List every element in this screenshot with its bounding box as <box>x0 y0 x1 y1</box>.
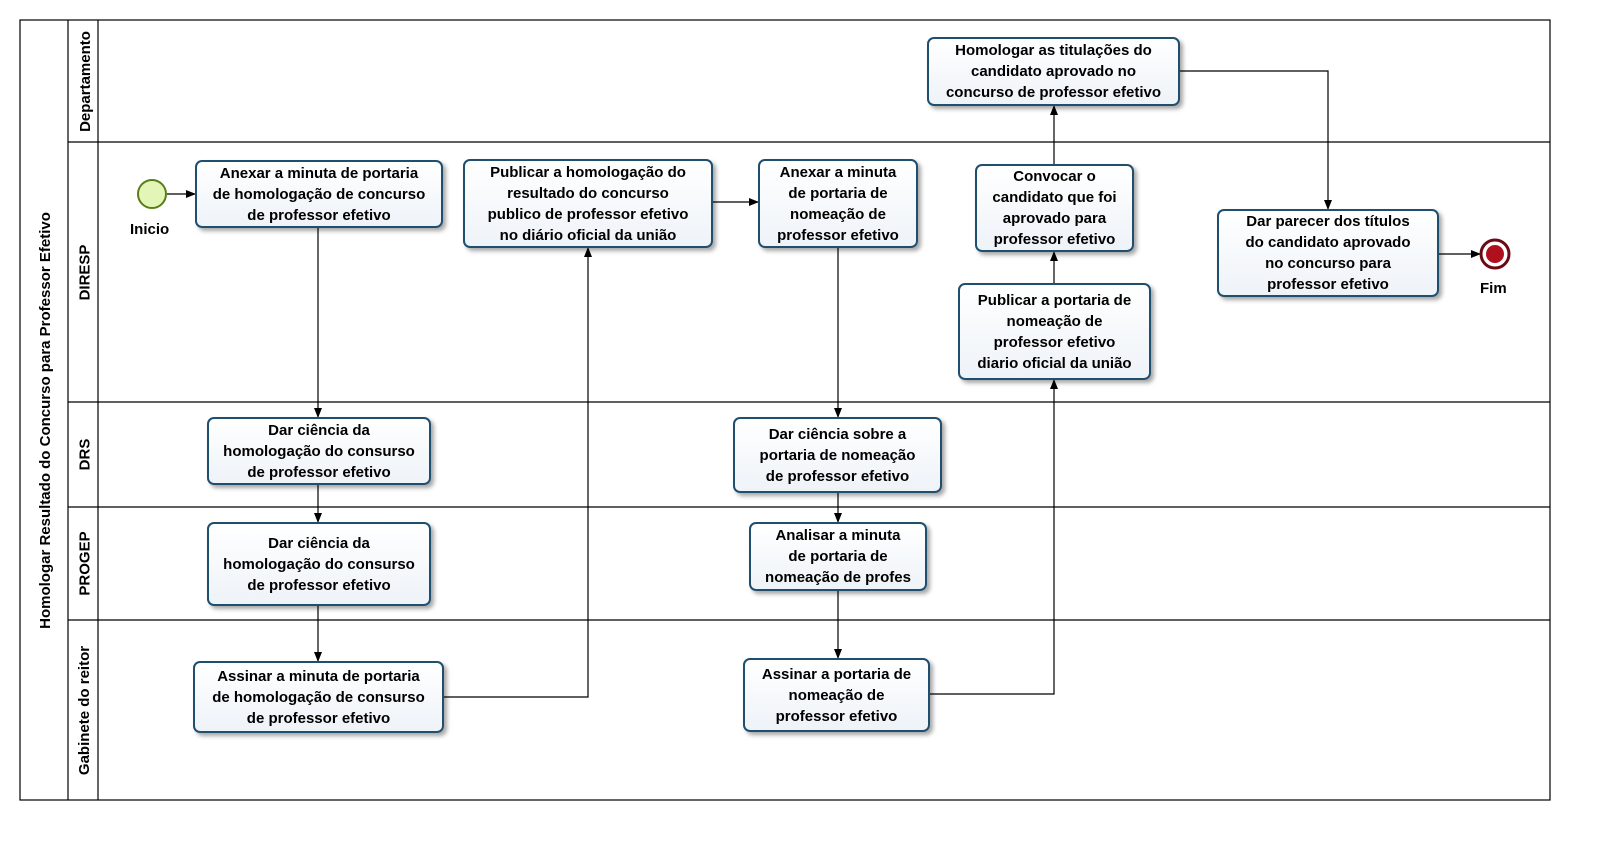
lane-departamento: Departamento <box>70 20 100 142</box>
lane-label-gabinete: Gabinete do reitor <box>76 645 94 775</box>
lane-label-drs: DRS <box>76 438 94 471</box>
task-assinar-minuta-homologacao[interactable]: Assinar a minuta de portaria de homologa… <box>193 661 444 733</box>
pool-title-text: Homologar Resultado do Concurso para Pro… <box>36 211 54 629</box>
task-anexar-minuta-nomeacao[interactable]: Anexar a minuta de portaria de nomeação … <box>758 159 918 248</box>
task-progep-ciencia-homologacao-label: Dar ciência da homologação do consurso d… <box>223 534 415 594</box>
lane-drs: DRS <box>70 402 100 507</box>
task-anexar-minuta-nomeacao-label: Anexar a minuta de portaria de nomeação … <box>777 163 899 244</box>
task-progep-ciencia-homologacao[interactable]: Dar ciência da homologação do consurso d… <box>207 522 431 606</box>
start-event-label: Inicio <box>130 221 170 238</box>
lane-diresp: DIRESP <box>70 142 100 402</box>
task-convocar-candidato[interactable]: Convocar o candidato que foi aprovado pa… <box>975 164 1134 252</box>
task-assinar-portaria-nomeacao-label: Assinar a portaria de nomeação de profes… <box>761 665 912 725</box>
pool-title: Homologar Resultado do Concurso para Pro… <box>24 150 66 690</box>
task-convocar-candidato-label: Convocar o candidato que foi aprovado pa… <box>992 168 1117 248</box>
task-drs-ciencia-homologacao-label: Dar ciência da homologação do consurso d… <box>223 421 415 481</box>
task-assinar-minuta-homologacao-label: Assinar a minuta de portaria de homologa… <box>212 667 425 727</box>
task-publicar-portaria-nomeacao-label: Publicar a portaria de nomeação de profe… <box>977 291 1132 372</box>
task-publicar-portaria-nomeacao[interactable]: Publicar a portaria de nomeação de profe… <box>958 283 1151 380</box>
lane-label-departamento: Departamento <box>76 30 94 132</box>
task-anexar-minuta-homologacao-label: Anexar a minuta de portaria de homologaç… <box>212 164 426 224</box>
flow-assinar-portaria-to-publicar-portaria <box>930 379 1058 695</box>
start-event[interactable] <box>137 179 167 209</box>
task-assinar-portaria-nomeacao[interactable]: Assinar a portaria de nomeação de profes… <box>743 658 930 732</box>
task-dar-parecer[interactable]: Dar parecer dos títulos do candidato apr… <box>1217 209 1439 297</box>
end-event-label: Fim <box>1480 280 1507 297</box>
task-homologar-titulacoes[interactable]: Homologar as titulações do candidato apr… <box>927 37 1180 106</box>
task-publicar-homologacao-label: Publicar a homologação do resultado do c… <box>487 163 689 244</box>
task-publicar-homologacao[interactable]: Publicar a homologação do resultado do c… <box>463 159 713 248</box>
lane-gabinete: Gabinete do reitor <box>70 620 100 800</box>
task-homologar-titulacoes-label: Homologar as titulações do candidato apr… <box>945 42 1162 101</box>
task-analisar-minuta-nomeacao[interactable]: Analisar a minuta de portaria de nomeaçã… <box>749 522 927 591</box>
lane-label-progep: PROGEP <box>76 531 94 596</box>
task-drs-ciencia-homologacao[interactable]: Dar ciência da homologação do consurso d… <box>207 417 431 485</box>
task-analisar-minuta-nomeacao-label: Analisar a minuta de portaria de nomeaçã… <box>765 527 911 586</box>
lane-progep: PROGEP <box>70 507 100 620</box>
task-drs-ciencia-nomeacao[interactable]: Dar ciência sobre a portaria de nomeação… <box>733 417 942 493</box>
task-dar-parecer-label: Dar parecer dos títulos do candidato apr… <box>1245 213 1411 293</box>
lane-label-diresp: DIRESP <box>76 244 94 300</box>
flow-homologar-to-parecer <box>1180 70 1332 210</box>
task-anexar-minuta-homologacao[interactable]: Anexar a minuta de portaria de homologaç… <box>195 160 443 228</box>
end-event-inner <box>1486 245 1504 263</box>
task-drs-ciencia-nomeacao-label: Dar ciência sobre a portaria de nomeação… <box>759 425 916 485</box>
flow-assinar-to-publicar <box>444 247 592 698</box>
